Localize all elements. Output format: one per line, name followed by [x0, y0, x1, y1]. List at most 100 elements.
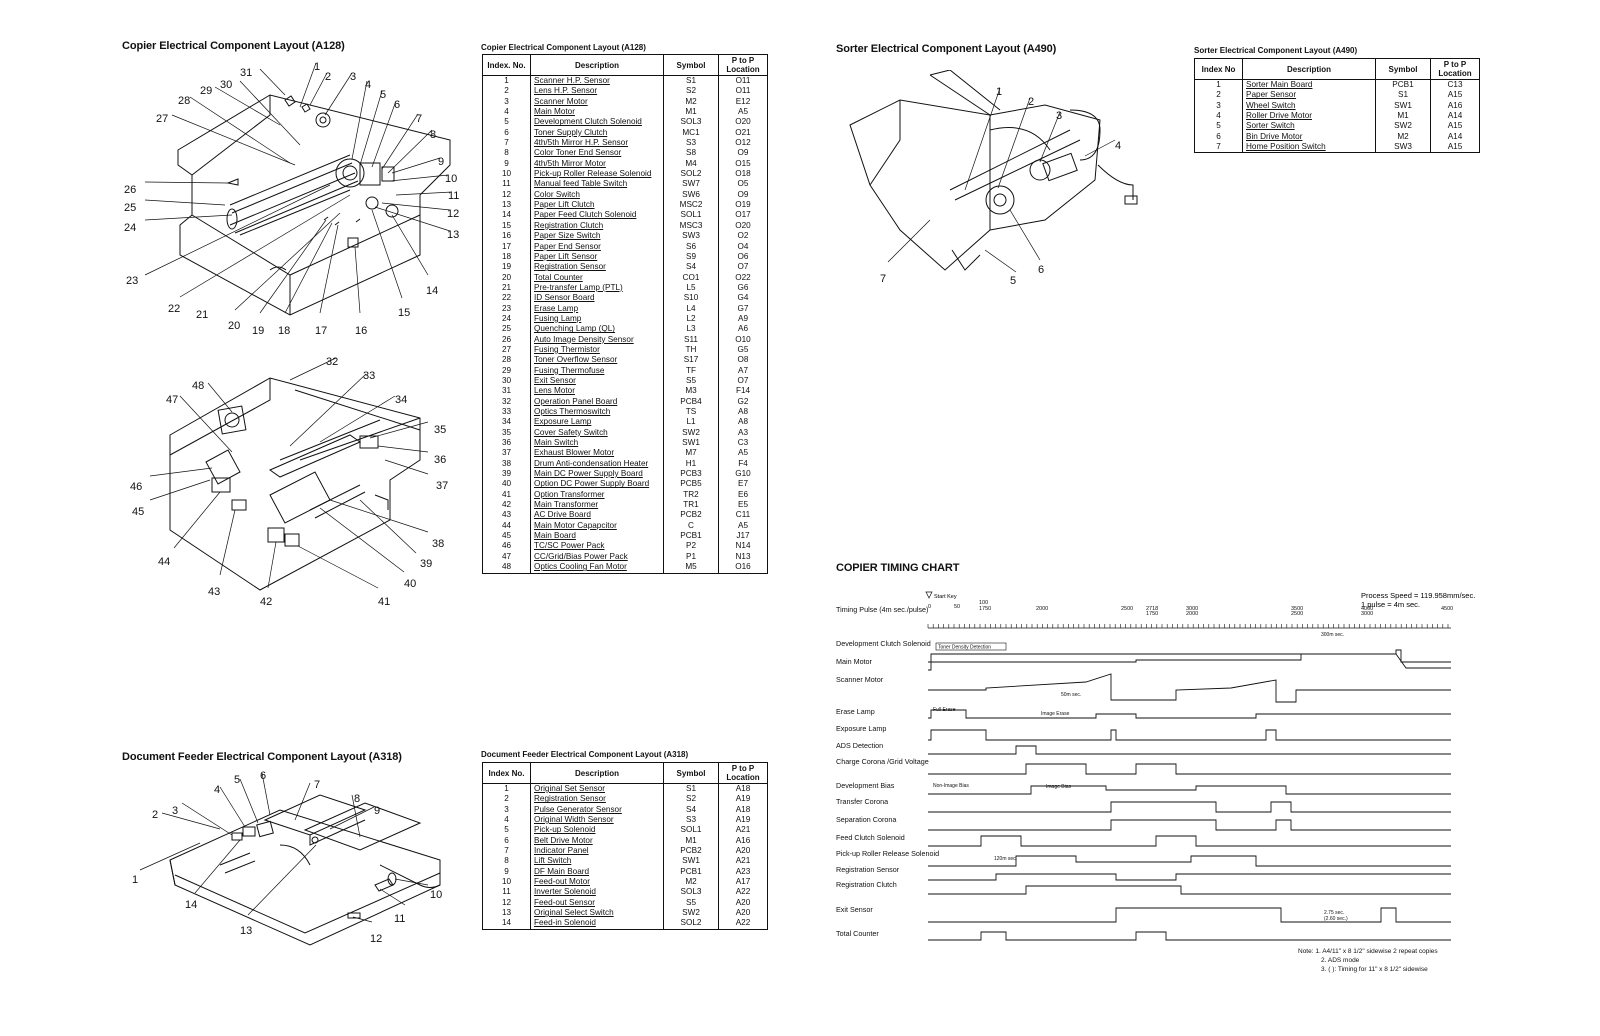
callout-number: 40 — [404, 578, 416, 590]
cell-index: 38 — [482, 458, 531, 470]
sorter-component-table: Index No Description Symbol P to P Locat… — [1194, 58, 1480, 154]
cell-location: O11 — [718, 75, 768, 87]
wave-development-clutch — [928, 649, 1451, 663]
cell-description: Main Switch — [530, 438, 664, 449]
cell-location: A9 — [718, 313, 768, 325]
cell-symbol: L3 — [663, 324, 719, 335]
cell-index: 21 — [482, 282, 531, 294]
signal-label: Exposure Lamp — [836, 724, 886, 733]
callout-number: 1 — [132, 874, 138, 886]
cell-description: Manual feed Table Switch — [530, 179, 664, 190]
cell-symbol: CO1 — [663, 272, 719, 283]
callout-number: 30 — [220, 79, 232, 91]
col-description: Description — [530, 54, 664, 76]
cell-symbol: M4 — [663, 158, 719, 170]
cell-location: G5 — [718, 344, 768, 356]
cell-index: 2 — [482, 794, 531, 805]
cell-location: A21 — [718, 825, 768, 836]
feeder-component-table: Index No. Description Symbol P to P Loca… — [482, 762, 768, 930]
cell-description: Exposure Lamp — [530, 417, 664, 428]
cell-description: Feed-out Motor — [530, 877, 664, 888]
cell-description: Wheel Switch — [1242, 100, 1376, 112]
cell-description: Sorter Switch — [1242, 121, 1376, 132]
callout-number: 17 — [315, 325, 327, 337]
cell-index: 16 — [482, 231, 531, 242]
cell-index: 30 — [482, 375, 531, 387]
wave-total-counter — [928, 931, 1451, 941]
cell-description: Bin Drive Motor — [1242, 131, 1376, 143]
callout-number: 3 — [1056, 110, 1062, 122]
wave-development-bias — [928, 785, 1451, 795]
cell-description: Toner Overflow Sensor — [530, 355, 664, 366]
cell-symbol: S6 — [663, 241, 719, 252]
cell-symbol: SW1 — [1375, 100, 1431, 112]
cell-description: Paper Feed Clutch Solenoid — [530, 210, 664, 221]
cell-location: O2 — [718, 231, 768, 242]
cell-index: 12 — [482, 189, 531, 201]
sorter-table-title: Sorter Electrical Component Layout (A490… — [1194, 46, 1358, 55]
cell-index: 1 — [482, 75, 531, 87]
cell-description: Roller Drive Motor — [1242, 111, 1376, 122]
ms300-annotation: 300m sec. — [1321, 632, 1344, 638]
cell-location: A16 — [1430, 100, 1480, 112]
cell-symbol: M1 — [663, 835, 719, 847]
cell-index: 20 — [482, 272, 531, 283]
cell-location: A19 — [718, 794, 768, 805]
callout-number: 18 — [278, 325, 290, 337]
callout-number: 8 — [430, 129, 436, 141]
cell-symbol: S17 — [663, 355, 719, 366]
scale-label: 50 — [954, 604, 960, 610]
callout-number: 32 — [326, 356, 338, 368]
col-symbol: Symbol — [1375, 58, 1431, 80]
cell-location: N13 — [718, 551, 768, 563]
cell-symbol: L2 — [663, 313, 719, 325]
cell-symbol: L5 — [663, 282, 719, 294]
cell-index: 31 — [482, 386, 531, 397]
cell-index: 45 — [482, 531, 531, 542]
cell-description: Paper End Sensor — [530, 241, 664, 252]
copier-layout-title: Copier Electrical Component Layout (A128… — [122, 40, 345, 52]
cell-symbol: S4 — [663, 262, 719, 273]
cell-index: 7 — [482, 846, 531, 857]
cell-index: 37 — [482, 448, 531, 459]
cell-location: O15 — [718, 158, 768, 170]
cell-index: 3 — [1194, 100, 1243, 112]
cell-location: A7 — [718, 365, 768, 376]
cell-description: Option Transformer — [530, 489, 664, 501]
cell-symbol: L4 — [663, 303, 719, 314]
cell-description: Lift Switch — [530, 856, 664, 867]
callout-number: 12 — [370, 933, 382, 945]
cell-location: A6 — [718, 324, 768, 335]
cell-location: E12 — [718, 96, 768, 108]
callout-number: 46 — [130, 481, 142, 493]
cell-index: 39 — [482, 469, 531, 480]
cell-location: O10 — [718, 334, 768, 345]
cell-location: A5 — [718, 448, 768, 459]
cell-location: F4 — [718, 458, 768, 470]
cell-symbol: PCB1 — [1375, 79, 1431, 91]
callout-number: 48 — [192, 380, 204, 392]
callout-number: 19 — [252, 325, 264, 337]
cell-location: A20 — [718, 908, 768, 919]
callout-number: 38 — [432, 538, 444, 550]
wave-erase-lamp — [928, 709, 1451, 719]
cell-location: A17 — [718, 877, 768, 888]
cell-description: CC/Grid/Bias Power Pack — [530, 551, 664, 563]
cell-index: 10 — [482, 877, 531, 888]
cell-description: Registration Clutch — [530, 220, 664, 232]
cell-description: Optics Thermoswitch — [530, 407, 664, 418]
cell-symbol: P2 — [663, 541, 719, 552]
cell-symbol: SW1 — [663, 856, 719, 867]
callout-number: 26 — [124, 184, 136, 196]
cell-index: 5 — [1194, 121, 1243, 132]
